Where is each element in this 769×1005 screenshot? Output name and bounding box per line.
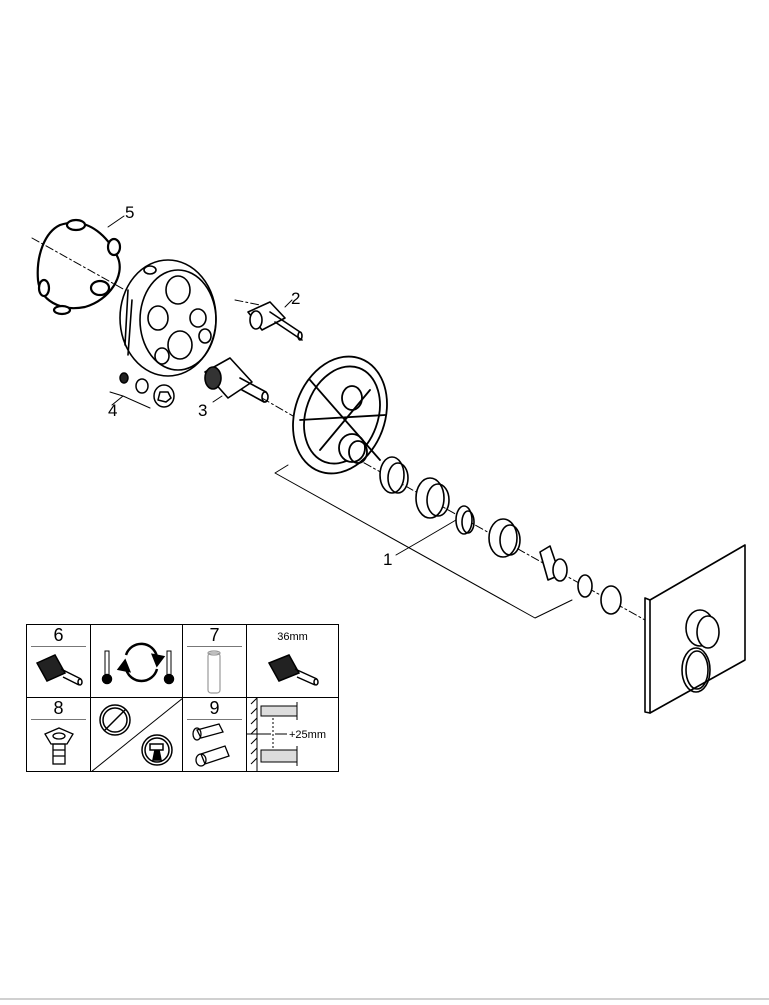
- legend-cell-9: 9: [183, 698, 247, 771]
- wall-extension-icon: +25mm: [247, 698, 326, 772]
- callout-4: 4: [108, 401, 118, 420]
- legend-number: 8: [53, 698, 64, 718]
- cartridge-36mm-icon: [267, 654, 319, 686]
- mounting-plate: [292, 355, 388, 475]
- legend-cell-7: 7: [183, 625, 247, 698]
- thermostatic-cartridge-part-3: [204, 357, 269, 403]
- legend-cell-handle-options: [91, 698, 183, 772]
- callout-1: 1: [383, 550, 393, 569]
- legend-cell-wall-extension: +25mm: [247, 698, 338, 772]
- trim-components: [379, 456, 622, 615]
- parts-legend-table: 6: [26, 624, 339, 772]
- callout-3: 3: [198, 401, 208, 420]
- callout-2: 2: [291, 289, 301, 308]
- extension-dimension: +25mm: [289, 729, 326, 741]
- check-valve-part-4: [119, 372, 175, 408]
- extension-sleeve-icon: [207, 650, 221, 694]
- hot-cold-reversal-icon: [101, 642, 175, 685]
- legend-cell-36mm: 36mm: [247, 625, 338, 698]
- thermostatic-cartridge-icon: [35, 654, 83, 686]
- escutcheon-plate: [644, 544, 746, 714]
- legend-number: 9: [209, 698, 220, 718]
- handle-option-icons: [91, 698, 183, 772]
- extension-set-icon: [192, 723, 230, 767]
- legend-cell-hot-cold-reversal: [91, 625, 183, 698]
- legend-cell-8: 8: [27, 698, 91, 771]
- legend-number: 7: [209, 625, 220, 645]
- adapter-nut-icon: [44, 727, 74, 765]
- legend-cell-6: 6: [27, 625, 91, 698]
- valve-body: [119, 259, 217, 377]
- callout-1-bracket: [274, 464, 573, 619]
- seal-ring-part-5: [36, 218, 122, 316]
- dimension-label: 36mm: [277, 631, 308, 643]
- diverter-cartridge-part-2: [247, 301, 303, 341]
- legend-number: 6: [53, 625, 64, 645]
- callout-5: 5: [125, 203, 135, 222]
- page-bottom-border: [0, 998, 769, 1000]
